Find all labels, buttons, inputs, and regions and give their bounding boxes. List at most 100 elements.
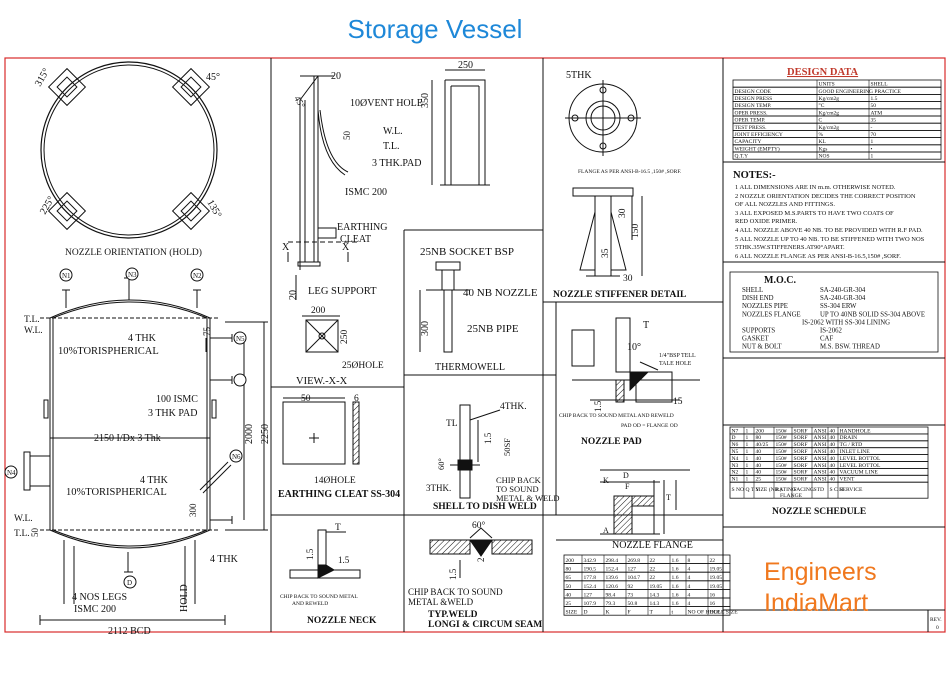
flange-table-cell: 14.3 [650,592,660,598]
design-data-cell: Kgs [819,146,828,152]
pad-chip: CHIP BACK TO SOUND METAL AND REWELD [559,413,674,419]
thermowell-caption: THERMOWELL [435,362,505,373]
nozzle-schedule-cell: 80 [756,435,762,441]
leg-earthing: EARTHING [337,222,388,233]
flange-table-cell: 16 [710,601,716,607]
flange-table-cell: 19.05 [650,584,663,590]
nozzle-schedule-cell: VENT [840,477,855,483]
flange-caption: NOZZLE FLANGE [612,540,693,551]
nozzle-schedule-cell: 1 [746,456,749,462]
leg-x-left: X [282,242,290,253]
viewxx-caption: VIEW.-X-X [296,376,348,387]
flange-table-cell: 25 [566,601,572,607]
pad-angle: 10° [627,342,641,353]
seam-d2: 2 [476,558,486,563]
stiffener-flange-note: FLANGE AS PER ANSI-B-16.5 ,150# ,SORF. [578,169,682,175]
nozzle-schedule-header: FACING [794,487,814,493]
nozzle-schedule-cell: 150# [776,435,787,441]
dishweld-d15: 1.5 [483,432,493,444]
nozzle-schedule-cell: N6 [732,442,739,448]
flange-table-cell: 4 [688,601,691,607]
vent-dim-250: 250 [458,60,473,71]
flange-table-cell: 98.4 [606,592,616,598]
viewxx-dim-200: 200 [311,306,326,316]
leg-wl: W.L. [383,126,403,137]
design-data-cell: % [819,132,824,138]
leg-support-detail [287,75,360,300]
neck-chip1: CHIP BACK TO SOUND METAL [280,594,358,600]
nozzle-schedule-cell: SORF [794,428,808,434]
flange-table-cell: 40 [566,592,572,598]
thermowell-socket: 25NB SOCKET BSP [420,246,514,258]
moc-material-label: NOZZLES PIPE [742,303,788,310]
note-line: 6 ALL NOZZLE FLANGE AS PER ANSI-B-16.5,1… [735,253,901,260]
neck-d15a: 1.5 [305,548,315,560]
flange-table-cell: 200 [566,558,575,564]
nozzle-schedule-cell: SORF [794,435,808,441]
flange-table-cell: 152.4 [584,584,597,590]
flange-table-cell: 139.6 [606,575,619,581]
nozzle-schedule-cell: ANSI [814,456,827,462]
nozzle-schedule-cell: ANSI [814,463,827,469]
flange-letter-k: K [603,476,609,485]
flange-table-cell: 65 [566,575,572,581]
moc-title: M.O.C. [764,275,796,286]
vessel-dim-50: 50 [30,528,40,538]
moc-material-value: IS-2062 WITH SS-304 LINING [802,319,890,326]
nozzle-schedule-cell: DRAIN [840,435,858,441]
nozzle-schedule-cell: 40 [756,449,762,455]
moc-material-label: GASKET [742,336,770,343]
design-data-cell: DESIGN TEMP. [735,103,773,109]
cleat-dim-50: 50 [301,394,311,404]
nozzle-schedule-cell: ANSI [814,477,827,483]
nozzle-schedule-cell: 1 [746,442,749,448]
nozzle-schedule-cell: N7 [732,428,739,434]
design-data-cell: 1 [871,154,874,160]
nozzle-schedule-cell: INLET LINE [840,449,871,455]
flange-table-cell: HOLE SIZE [710,610,739,616]
flange-table-cell: 8 [688,558,691,564]
dishweld-sf: 50SF [502,438,512,456]
dishweld-angle: 60° [436,458,446,470]
note-line: 5 ALL NOZZLE UP TO 40 NB. TO BE STIFFENE… [735,236,925,243]
nozzle-schedule-cell: N4 [732,456,739,462]
flange-letter-f: F [625,482,630,491]
design-data-cell: ATM [871,110,883,116]
design-data-cell: WEIGHT (EMPTY) [735,145,780,152]
rev-label: REV. [930,617,942,623]
page-title: Storage Vessel [347,14,523,44]
flange-table-cell: 190.5 [584,567,597,573]
dishweld-chip2: TO SOUND [496,484,539,494]
leg-ismc: ISMC 200 [345,187,387,198]
flange-table-cell: T [650,610,654,616]
nozzle-schedule-cell: 1 [746,435,749,441]
design-data-cell: - [871,125,873,131]
design-data-cell: 35 [871,118,877,124]
dishweld-thk4: 4THK. [500,402,527,412]
rev-number: 0 [936,625,939,631]
nozzle-schedule-cell: 1 [746,428,749,434]
nozzle-schedule-cell: 40 [756,456,762,462]
vessel-hold: HOLD [179,584,190,612]
vessel-bcd: 2112 BCD [108,626,151,637]
neck-t: T [335,523,341,533]
design-data-cell: Kg/cm2g [819,96,840,102]
flange-table-cell: 1.6 [672,575,679,581]
nozzle-tag-n6: N6 [232,453,241,461]
note-line: 5THK.35W.STIFFENERS.AT90°APART. [735,244,845,251]
nozzle-schedule-cell: ANSI [814,470,827,476]
leg-dim-20-side: 20 [288,290,299,300]
nozzle-schedule-cell: 1 [746,477,749,483]
orientation-leg-225 [47,191,87,231]
nozzle-stiffener-detail [565,80,643,277]
brand-watermark: Engineers IndiaMart [764,557,877,619]
seam-caption1: TYP.WELD [428,610,478,620]
notes-list: 1 ALL DIMENSIONS ARE IN m.m. OTHERWISE N… [735,184,925,260]
nozzle-schedule-cell: 150# [776,470,787,476]
flange-table-cell: 152.4 [606,567,619,573]
nozzle-schedule-cell: TG / RTD [840,442,863,448]
